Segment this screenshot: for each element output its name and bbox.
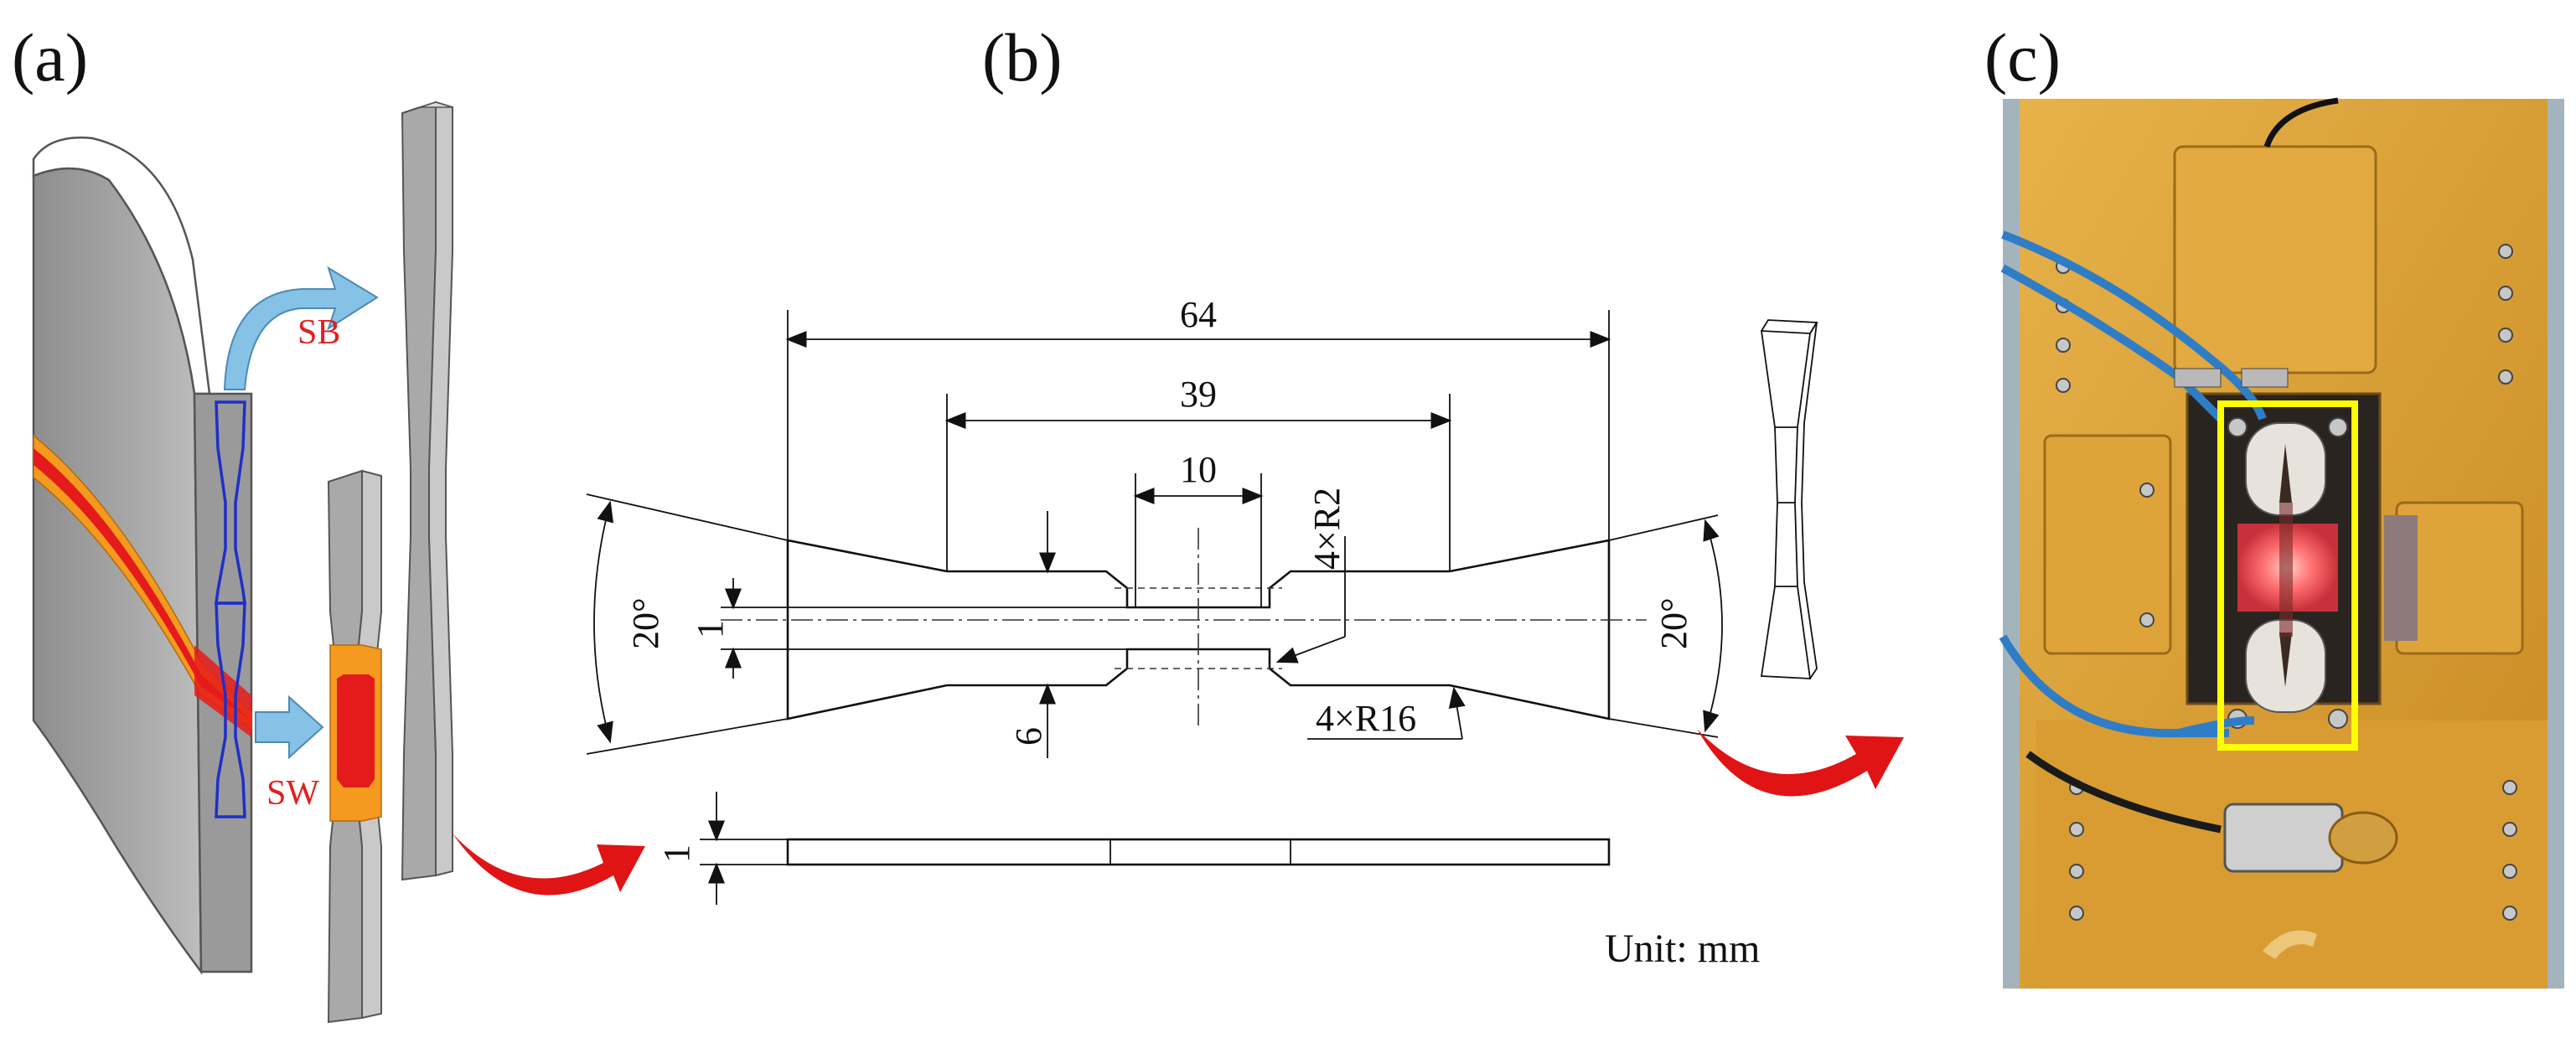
pipe-wall-section [32, 137, 253, 975]
test-fixture-photo [1999, 97, 2564, 989]
dim-angle-right: 20° [1608, 514, 1723, 738]
panel-b: (b) 64 39 1 [586, 19, 1904, 971]
dim-gauge-width: 1 [690, 578, 1127, 679]
dim-thickness-value: 1 [656, 844, 697, 863]
panel-a: (a) SB SW [12, 19, 645, 1024]
dim-large-radius-value: 4×R16 [1316, 698, 1416, 739]
panel-a-label: (a) [12, 19, 88, 96]
dim-shoulder-width-value: 6 [1008, 727, 1049, 746]
unit-note: Unit: mm [1605, 927, 1760, 971]
specimen-plan-view [721, 528, 1647, 729]
dim-total-length: 64 [785, 294, 1611, 540]
sb-label: SB [297, 313, 340, 352]
dim-small-radius: 4×R2 [1275, 488, 1347, 663]
sw-extraction-arrow [255, 694, 324, 760]
specimen-side-view: 1 [656, 792, 1611, 905]
dim-gauge-width-value: 1 [690, 620, 731, 638]
dim-grip-to-grip: 39 [944, 374, 1452, 571]
panel-c: (c) [1984, 19, 2564, 989]
sb-specimen [401, 101, 453, 881]
dim-grip-to-grip-value: 39 [1180, 374, 1217, 415]
sb-extraction-arrow [223, 266, 379, 390]
dim-gauge-length-value: 10 [1180, 449, 1217, 490]
red-arrow-b-to-c [1697, 729, 1904, 797]
dim-angle-left: 20° [586, 493, 789, 755]
dim-total-length-value: 64 [1180, 294, 1217, 335]
sw-specimen [327, 469, 382, 1024]
dim-angle-right-value: 20° [1653, 597, 1694, 649]
panel-c-label: (c) [1984, 19, 2061, 96]
weld-band [34, 448, 251, 720]
sw-label: SW [266, 774, 319, 813]
red-arrow-a-to-b [453, 834, 645, 896]
dim-gauge-length: 10 [1133, 449, 1264, 607]
dim-shoulder-width: 6 [1008, 511, 1057, 758]
panel-b-label: (b) [982, 19, 1063, 96]
dim-large-radius: 4×R16 [1307, 686, 1466, 740]
dim-angle-left-value: 20° [625, 597, 666, 649]
specimen-highlight-box [2217, 400, 2358, 751]
sw-specimen-outline [215, 602, 246, 818]
dim-small-radius-value: 4×R2 [1306, 488, 1347, 570]
specimen-3d-sketch [1760, 319, 1818, 679]
